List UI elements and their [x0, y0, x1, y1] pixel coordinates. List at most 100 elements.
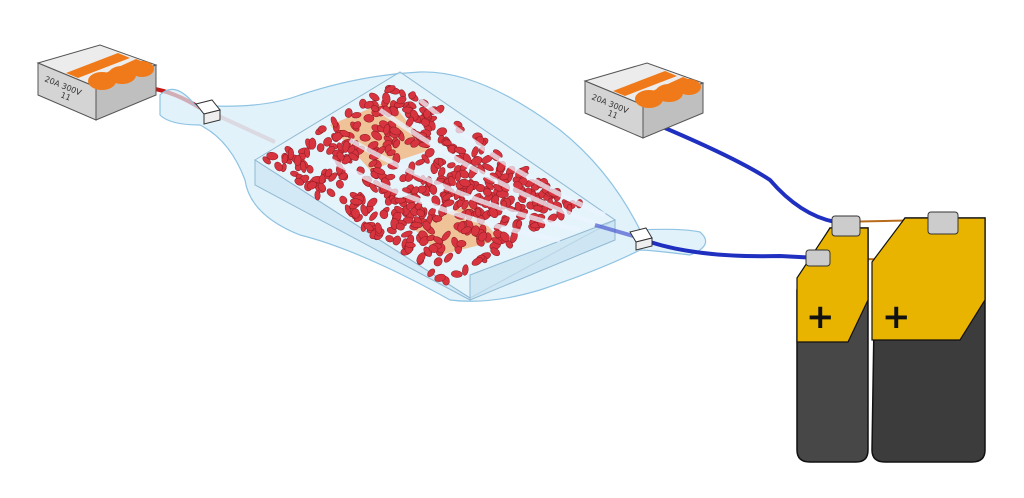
red-blood-cell — [499, 173, 510, 181]
red-blood-cell — [294, 177, 304, 186]
red-blood-cell — [482, 163, 494, 172]
strip-length-label: 11 — [59, 91, 72, 103]
red-blood-cell — [433, 236, 444, 245]
red-blood-cell — [374, 222, 382, 234]
blue-wire-lower — [649, 240, 819, 260]
red-blood-cell — [455, 171, 462, 182]
red-blood-cells — [262, 84, 583, 286]
red-blood-cell — [437, 158, 444, 167]
blue-wire-upper — [664, 126, 836, 224]
red-blood-cell — [385, 235, 394, 243]
red-blood-cell — [351, 208, 360, 219]
red-blood-cell — [335, 179, 344, 189]
red-blood-cell — [514, 201, 522, 212]
red-blood-cell — [384, 85, 396, 94]
red-blood-cell — [308, 137, 317, 150]
red-blood-cell — [379, 209, 389, 219]
red-blood-cell — [410, 139, 420, 148]
red-blood-cell — [317, 125, 327, 133]
red-blood-cell — [371, 130, 382, 141]
red-blood-cell — [352, 121, 362, 130]
red-blood-cell — [369, 183, 378, 193]
red-blood-cell — [314, 190, 321, 201]
red-blood-cell — [500, 231, 510, 242]
red-blood-cell — [516, 219, 523, 229]
red-blood-cell — [471, 225, 480, 237]
red-blood-cell — [368, 159, 378, 168]
red-blood-cell — [471, 257, 483, 266]
red-blood-cell — [401, 230, 413, 238]
red-blood-cell — [300, 160, 307, 173]
red-blood-cell — [443, 252, 454, 263]
red-blood-cell — [360, 204, 369, 217]
right-clip — [629, 227, 653, 251]
red-blood-cell — [336, 151, 345, 161]
red-blood-cell — [405, 241, 416, 249]
red-blood-cell — [328, 172, 338, 182]
red-blood-cell — [451, 270, 463, 278]
red-blood-cell — [364, 100, 374, 109]
red-blood-cell — [274, 161, 283, 172]
red-blood-cell — [460, 226, 472, 235]
red-blood-cell — [447, 176, 456, 186]
battery-terminal — [831, 215, 861, 237]
red-blood-cell — [287, 147, 294, 161]
red-blood-cell — [429, 184, 438, 195]
wago-connector-right: 20A 300V 11 — [583, 62, 705, 139]
red-blood-cell — [363, 222, 374, 231]
red-blood-cell — [306, 181, 317, 190]
red-blood-cell — [442, 199, 455, 207]
red-blood-cell — [427, 268, 436, 277]
red-blood-cell — [491, 237, 503, 245]
red-blood-cell — [359, 134, 371, 142]
red-blood-cell — [474, 207, 482, 217]
red-blood-cell — [470, 156, 483, 166]
red-blood-cell — [344, 204, 352, 215]
battery-terminal — [927, 211, 959, 235]
red-blood-cell — [339, 195, 348, 205]
red-blood-cell — [394, 197, 406, 204]
flow-stream — [328, 157, 561, 243]
red-blood-cell — [408, 91, 416, 100]
red-blood-cell — [405, 202, 416, 210]
red-blood-cell — [462, 264, 469, 276]
red-blood-cell — [395, 222, 405, 231]
flow-stream — [348, 137, 581, 233]
red-blood-cell — [493, 183, 503, 192]
wago-connector-left: 20A 300V 11 — [36, 44, 158, 121]
battery-terminal — [805, 249, 831, 267]
red-blood-cell — [475, 183, 485, 193]
red-blood-cell — [416, 252, 426, 264]
red-blood-cell — [396, 96, 407, 105]
red-blood-cell — [532, 205, 543, 212]
red-blood-cell — [324, 168, 333, 177]
red-blood-cell — [350, 198, 363, 206]
red-blood-cell — [447, 162, 456, 169]
red-blood-cell — [386, 149, 396, 157]
red-blood-cell — [330, 116, 338, 128]
red-blood-cell — [461, 199, 469, 210]
positive-sign: + — [882, 297, 911, 337]
flow-stream — [418, 98, 606, 218]
red-blood-cell — [422, 220, 431, 231]
red-blood-cell — [281, 154, 288, 164]
red-blood-cell — [266, 152, 279, 161]
red-blood-cell — [501, 216, 510, 223]
red-blood-cell — [373, 167, 386, 175]
red-blood-cell — [442, 139, 452, 146]
red-blood-cell — [389, 126, 401, 136]
red-blood-cell — [363, 114, 375, 123]
left-clip — [195, 99, 221, 125]
red-blood-cell — [317, 182, 327, 192]
red-blood-cell — [326, 188, 336, 197]
red-blood-cell — [383, 124, 390, 135]
red-blood-cell — [416, 209, 425, 217]
red-blood-cell — [488, 207, 499, 219]
red-blood-cell — [316, 143, 325, 153]
red-blood-cell — [456, 240, 467, 248]
red-blood-cell — [411, 186, 420, 195]
red-blood-cell — [415, 159, 426, 166]
red-blood-cell — [348, 152, 359, 161]
red-blood-cell — [304, 147, 311, 158]
